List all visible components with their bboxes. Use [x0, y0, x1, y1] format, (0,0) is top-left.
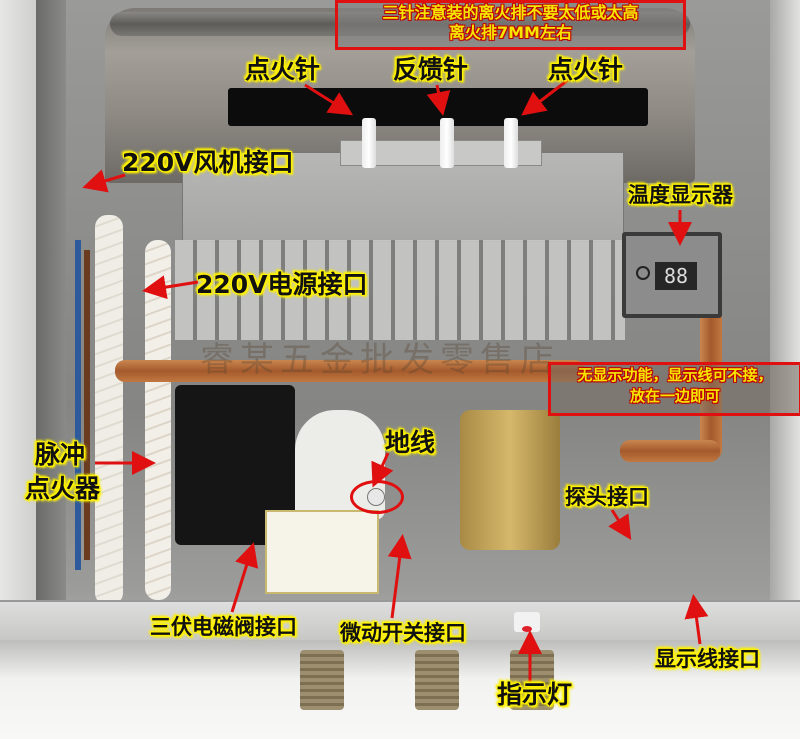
watermark: 睿某五金批发零售店 — [200, 340, 560, 380]
note-display-optional: 无显示功能，显示线可不接， 放在一边即可 — [548, 362, 800, 416]
label-ignition-needle-right: 点火针 — [548, 55, 624, 84]
arrow-probe — [608, 509, 632, 541]
pipe-fitting-right — [510, 650, 554, 710]
note-top-line1: 三针注意装的离火排不要太低或太高 — [382, 3, 639, 22]
brass-gas-valve — [460, 410, 560, 550]
copper-pipe-elbow — [620, 440, 720, 462]
insulated-wire-bundle-2 — [145, 240, 171, 600]
label-fan-interface: 220V风机接口 — [122, 148, 294, 177]
note-right-line1: 无显示功能，显示线可不接， — [577, 366, 773, 384]
note-electrode-spacing: 三针注意装的离火排不要太低或太高 离火排7MM左右 — [335, 0, 686, 50]
casing-bottom — [0, 640, 800, 739]
ignition-electrode-left — [362, 118, 376, 168]
label-indicator-light: 指示灯 — [497, 680, 573, 709]
label-pulse-igniter-line1: 脉冲 — [35, 440, 86, 469]
label-solenoid-valve-interface: 三伏电磁阀接口 — [150, 615, 297, 639]
label-feedback-needle: 反馈针 — [393, 55, 469, 84]
display-lcd: 88 — [655, 262, 697, 290]
label-ground-wire: 地线 — [385, 428, 436, 457]
indicator-led — [522, 626, 532, 632]
brown-wire — [84, 250, 90, 560]
label-temperature-display: 温度显示器 — [628, 183, 733, 207]
note-right-line2: 放在一边即可 — [629, 387, 720, 405]
label-micro-switch-interface: 微动开关接口 — [340, 621, 466, 645]
pipe-fitting-left — [300, 650, 344, 710]
solenoid-valve — [265, 510, 379, 594]
insulated-wire-bundle — [95, 215, 123, 605]
casing-right-edge — [770, 0, 800, 620]
casing-left-inner — [36, 0, 66, 620]
blue-wire — [75, 240, 81, 570]
ignition-electrode-right — [504, 118, 518, 168]
burner-rows — [175, 240, 625, 340]
casing-left-edge — [0, 0, 36, 620]
pipe-fitting-middle — [415, 650, 459, 710]
label-pulse-igniter-line2: 点火器 — [25, 474, 101, 503]
label-probe-interface: 探头接口 — [565, 485, 649, 509]
feedback-electrode — [440, 118, 454, 168]
note-top-line2: 离火排7MM左右 — [449, 23, 572, 42]
label-power-interface: 220V电源接口 — [196, 270, 368, 299]
copper-pipe — [115, 360, 585, 382]
label-ignition-needle-left: 点火针 — [245, 55, 321, 84]
display-power-indicator — [636, 266, 650, 280]
burner-cover-plate — [182, 152, 624, 242]
indicator-led-housing — [514, 612, 540, 632]
combustion-window — [228, 88, 648, 126]
label-display-wire-interface: 显示线接口 — [655, 647, 760, 671]
ground-screw-circle — [350, 480, 404, 514]
